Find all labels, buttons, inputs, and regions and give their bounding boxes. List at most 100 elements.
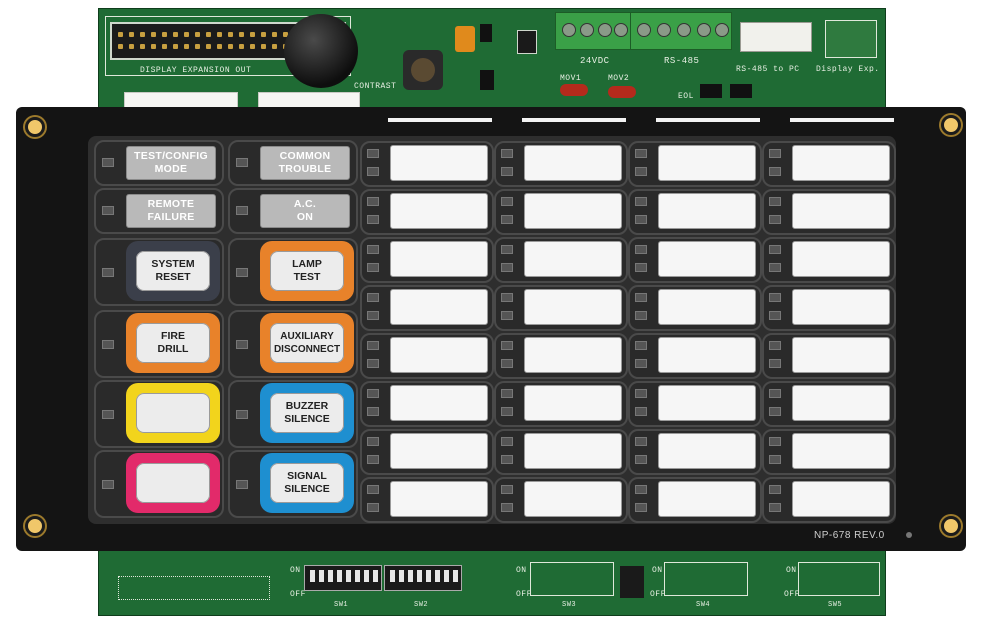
zone-led-icon <box>635 311 647 320</box>
power-label: 24VDC <box>580 56 610 66</box>
header-pin <box>162 32 167 37</box>
sw1-dip-switch[interactable] <box>304 565 382 591</box>
zone-cell <box>762 429 896 475</box>
zone-cell <box>628 189 762 235</box>
header-pin <box>140 32 145 37</box>
dip-toggle[interactable] <box>310 570 315 582</box>
header-pin <box>206 44 211 49</box>
header-pin <box>151 32 156 37</box>
dip-toggle[interactable] <box>453 570 458 582</box>
zone-label-window <box>658 433 756 469</box>
dip-toggle[interactable] <box>444 570 449 582</box>
led-icon <box>102 340 114 349</box>
sw4-dip-switch[interactable] <box>664 562 748 596</box>
header-pin <box>129 44 134 49</box>
key-line2: SILENCE <box>284 413 330 425</box>
dip-toggle[interactable] <box>355 570 360 582</box>
mount-hole-tr <box>941 115 961 135</box>
dip-toggle[interactable] <box>435 570 440 582</box>
zone-label-window <box>390 289 488 325</box>
zone-led-icon <box>635 437 647 446</box>
dip-toggle[interactable] <box>337 570 342 582</box>
eol-jumper[interactable] <box>700 84 722 98</box>
zone-led-icon <box>501 215 513 224</box>
dip-toggle[interactable] <box>408 570 413 582</box>
zone-label-window <box>792 193 890 229</box>
dip-toggle[interactable] <box>346 570 351 582</box>
dip-toggle[interactable] <box>390 570 395 582</box>
indicator-line2: TROUBLE <box>278 163 332 175</box>
zone-led-icon <box>635 407 647 416</box>
zone-led-icon <box>501 389 513 398</box>
zone-led-icon <box>769 245 781 254</box>
dip-toggle[interactable] <box>417 570 422 582</box>
zone-label-window <box>524 241 622 277</box>
sw3-on-label: ON <box>516 566 527 575</box>
zone-led-icon <box>769 359 781 368</box>
zone-cell <box>762 189 896 235</box>
sw2-label: SW2 <box>414 601 429 609</box>
zone-led-icon <box>367 263 379 272</box>
zone-led-icon <box>367 485 379 494</box>
column-strip-1 <box>388 118 492 122</box>
zone-cell <box>360 237 494 283</box>
header-pin <box>195 32 200 37</box>
header-pin <box>261 44 266 49</box>
header-pin <box>217 44 222 49</box>
header-pin <box>140 44 145 49</box>
buzzer <box>284 14 358 88</box>
zone-label-window <box>390 433 488 469</box>
sw5-dip-switch[interactable] <box>798 562 880 596</box>
sw3-label: SW3 <box>562 601 577 609</box>
indicator-line1: TEST/CONFIG <box>134 150 208 162</box>
screw-dot <box>906 532 912 538</box>
dip-toggle[interactable] <box>399 570 404 582</box>
dip-toggle[interactable] <box>373 570 378 582</box>
zone-led-icon <box>367 437 379 446</box>
mov1 <box>560 84 588 96</box>
zone-label-window <box>792 433 890 469</box>
yellow-blank-button[interactable] <box>126 383 220 443</box>
dip-toggle[interactable] <box>328 570 333 582</box>
sw1-off-label: OFF <box>290 590 306 599</box>
zone-led-icon <box>501 293 513 302</box>
zone-label-window <box>524 433 622 469</box>
column-strip-4 <box>790 118 894 122</box>
zone-led-icon <box>501 359 513 368</box>
mount-hole-bl <box>25 516 45 536</box>
capacitor <box>455 26 475 52</box>
zone-cell <box>494 477 628 523</box>
zone-led-icon <box>367 341 379 350</box>
zone-led-icon <box>367 407 379 416</box>
dip-toggle[interactable] <box>319 570 324 582</box>
zone-label-window <box>390 145 488 181</box>
dip-toggle[interactable] <box>426 570 431 582</box>
pink-blank-button[interactable] <box>126 453 220 513</box>
dip-toggle[interactable] <box>364 570 369 582</box>
zone-cell <box>360 381 494 427</box>
header-pin <box>217 32 222 37</box>
zone-led-icon <box>501 197 513 206</box>
sw2-dip-switch[interactable] <box>384 565 462 591</box>
sw5-off-label: OFF <box>784 590 800 599</box>
zone-cell <box>360 285 494 331</box>
bottom-circuit-board <box>98 548 886 616</box>
header-pin <box>228 32 233 37</box>
zone-led-icon <box>635 263 647 272</box>
header-pin <box>250 44 255 49</box>
eol-jumper-2[interactable] <box>730 84 752 98</box>
zone-cell <box>762 381 896 427</box>
zone-led-icon <box>501 437 513 446</box>
sw3-dip-switch[interactable] <box>530 562 614 596</box>
